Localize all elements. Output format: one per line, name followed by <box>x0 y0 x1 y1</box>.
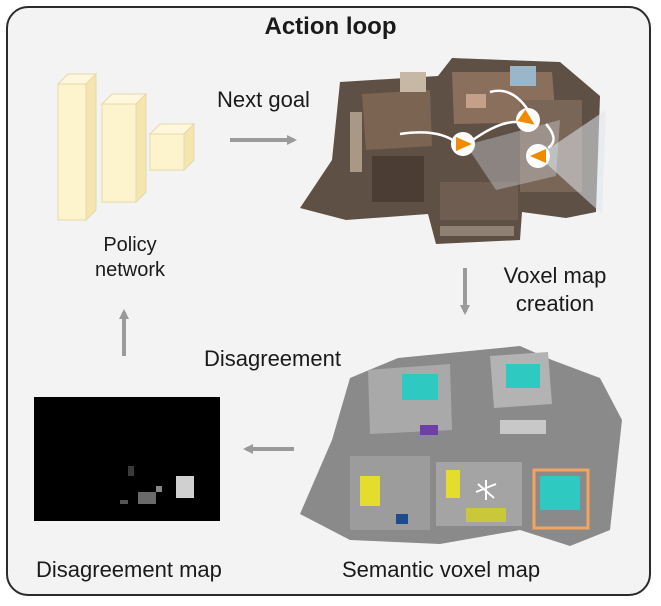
policy-network-line1: Policy <box>103 234 157 256</box>
semantic-voxel-map-label: Semantic voxel map <box>342 557 541 582</box>
voxel-map-creation-label: Voxel map creation <box>480 262 630 317</box>
voxel-map-creation-line1: Voxel map <box>503 263 607 288</box>
highlight-box <box>532 468 590 530</box>
disagreement-map-image <box>34 397 220 521</box>
policy-network-icon <box>56 72 196 222</box>
voxel-map-creation-line2: creation <box>515 290 595 316</box>
policy-network-label: Policy network <box>60 233 200 283</box>
agent-marker-icon <box>451 132 475 156</box>
semantic-voxel-map-image <box>300 346 622 546</box>
policy-network-line2: network <box>94 259 166 281</box>
disagreement-label: Disagreement <box>204 346 341 371</box>
agent-marker-icon <box>516 108 540 132</box>
disagreement-map-label: Disagreement map <box>36 557 222 582</box>
agent-marker-icon <box>526 144 550 168</box>
house-map-image <box>300 58 606 244</box>
diagram-title: Action loop <box>264 13 397 40</box>
next-goal-label: Next goal <box>217 87 310 112</box>
